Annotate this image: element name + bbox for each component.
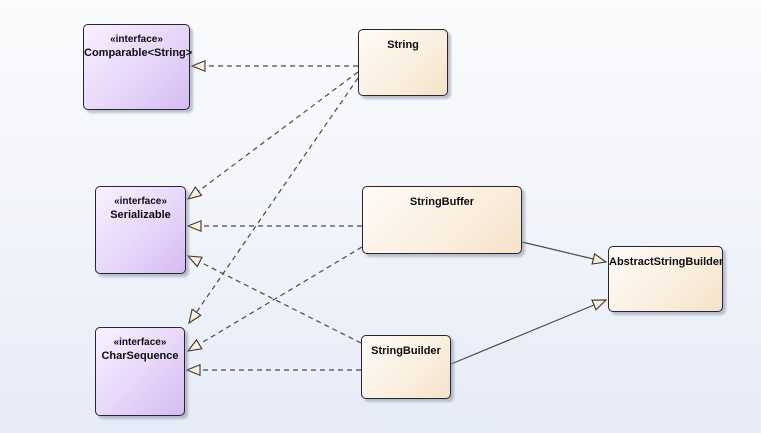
stereotype-label: «interface»: [110, 34, 163, 45]
edge-stringbuilder-charsequence[interactable]: [185, 363, 361, 377]
class-name-label: StringBuilder: [371, 345, 441, 357]
class-name-label: Serializable: [110, 209, 171, 221]
edge-stringbuilder-serializable[interactable]: [186, 255, 362, 344]
generalization-arrowhead-icon: [591, 252, 608, 265]
generalization-line[interactable]: [450, 304, 595, 365]
class-name-label: CharSequence: [101, 350, 179, 362]
node-charsequence[interactable]: «interface» CharSequence: [95, 327, 185, 416]
class-name-label: AbstractStringBuilder: [609, 256, 724, 268]
realization-arrowhead-icon: [186, 186, 203, 200]
generalization-line[interactable]: [521, 241, 594, 260]
stereotype-label: «interface»: [114, 196, 167, 207]
class-name-label: StringBuffer: [409, 196, 475, 208]
class-name-label: String: [387, 39, 419, 51]
realization-arrowhead-icon: [188, 308, 202, 325]
edge-stringbuffer-abstractstringbuilder[interactable]: [521, 241, 608, 265]
node-comparable[interactable]: «interface» Comparable<String>: [83, 24, 193, 110]
realization-line[interactable]: [195, 77, 359, 313]
edge-stringbuffer-charsequence[interactable]: [186, 246, 363, 352]
generalization-arrowhead-icon: [591, 299, 608, 311]
stereotype-label: «interface»: [113, 337, 167, 348]
node-stringbuffer[interactable]: StringBuffer: [362, 186, 522, 254]
class-name-label: Comparable<String>: [84, 47, 193, 59]
edge-stringbuffer-serializable[interactable]: [186, 219, 362, 233]
realization-line[interactable]: [198, 246, 363, 345]
node-string[interactable]: String: [358, 29, 448, 96]
realization-line[interactable]: [198, 71, 359, 192]
realization-arrowhead-icon: [186, 219, 202, 233]
edge-string-comparable[interactable]: [190, 59, 358, 73]
realization-arrowhead-icon: [186, 255, 203, 268]
realization-line[interactable]: [199, 261, 362, 344]
node-serializable[interactable]: «interface» Serializable: [95, 186, 186, 274]
edge-stringbuilder-abstractstringbuilder[interactable]: [450, 299, 608, 365]
realization-arrowhead-icon: [185, 363, 201, 377]
edge-string-charsequence[interactable]: [188, 77, 359, 325]
edge-string-serializable[interactable]: [186, 71, 359, 200]
node-abstractstringbuilder[interactable]: AbstractStringBuilder: [608, 246, 723, 312]
realization-arrowhead-icon: [186, 338, 203, 352]
node-stringbuilder[interactable]: StringBuilder: [361, 335, 451, 399]
realization-arrowhead-icon: [190, 59, 206, 73]
